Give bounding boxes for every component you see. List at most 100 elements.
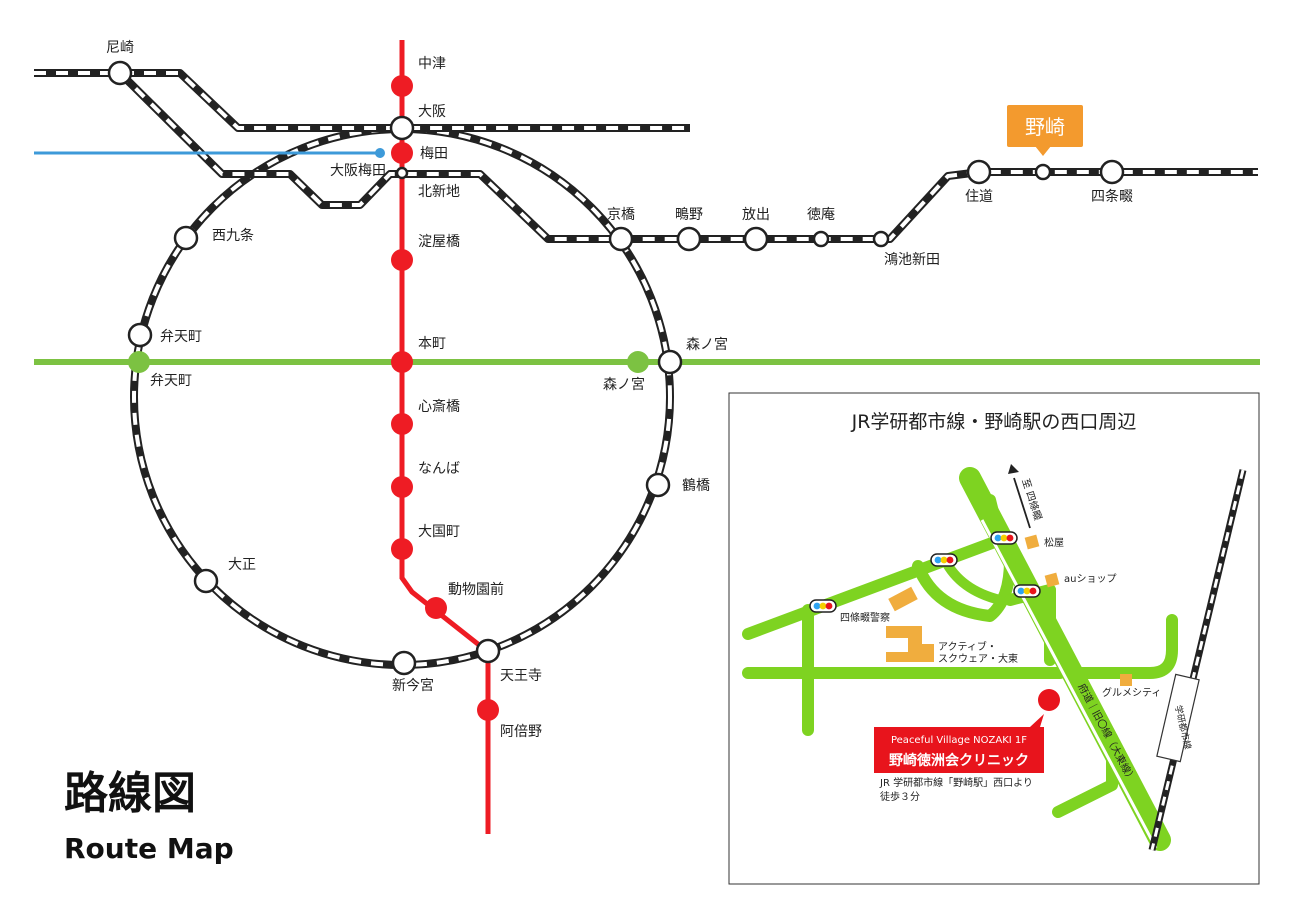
station-marker-shinsaibashi [391,413,413,435]
page-subtitle: Route Map [64,832,234,865]
label-matsuya: 松屋 [1044,536,1064,549]
station-marker-nishikujo [173,225,199,251]
label-shinsaibashi: 心斎橋 [418,398,460,415]
station-marker-shigino [676,226,702,252]
label-nakatsu: 中津 [418,56,446,72]
matsuya-building [1024,534,1040,550]
label-tennoji: 天王寺 [500,668,542,684]
road-center-line [980,519,1158,849]
station-marker-kitashinchi [395,166,409,180]
clinic-callout: Peaceful Village NOZAKI 1F 野崎徳洲会クリニック [874,714,1044,773]
station-marker-tokuan [812,230,830,248]
label-osaka: 大阪 [418,104,446,120]
label-shijonawate: 四条畷 [1091,188,1133,205]
station-marker-kyobashi [608,226,634,252]
label-shigino: 鴫野 [675,207,703,223]
road-upper-west [742,534,1006,640]
inset-title: JR学研都市線・野崎駅の西口周辺 [851,411,1137,433]
label-shinimamiya: 新今宮 [392,678,434,694]
station-marker-daikokucho [391,538,413,560]
traffic-light [809,599,837,613]
station-marker-morinomiya-metro [627,351,649,373]
label-au-shop: auショップ [1064,573,1116,585]
label-active-square-1: アクティブ・ [938,640,997,653]
station-marker-tennoji [475,638,501,664]
station-marker-shijonawate [1099,159,1125,185]
label-tsuruhashi: 鶴橋 [682,477,710,494]
station-labels: 尼崎 中津 大阪 梅田 大阪梅田 北新地 西九条 淀屋橋 京橋 鴫野 放出 徳庵… [106,40,1133,740]
traffic-lights [809,531,1041,613]
traffic-light [990,531,1018,545]
label-morinomiya-metro: 森ノ宮 [603,377,645,393]
station-marker-honmachi [391,351,413,373]
clinic-name-en: Peaceful Village NOZAKI 1F [891,735,1027,746]
station-marker-konoikeshinden [872,230,890,248]
label-tokuan: 徳庵 [807,206,835,223]
clinic-location-marker [1038,689,1060,711]
inset-map: JR学研都市線・野崎駅の西口周辺 学研都市線 [728,392,1260,885]
station-marker-morinomiya-jr [657,349,683,375]
station-marker-hanaten [743,226,769,252]
station-marker-bentencho-metro [128,351,150,373]
label-kitashinchi: 北新地 [418,184,460,200]
station-marker-yodoyabashi [391,249,413,271]
label-honmachi: 本町 [418,336,446,352]
access-line-1: JR 学研都市線「野崎駅」西口より [879,776,1033,789]
label-bentencho-metro: 弁天町 [150,373,192,389]
station-marker-shinimamiya [391,650,417,676]
station-marker-amagasaki [107,60,133,86]
label-kyobashi: 京橋 [607,207,635,223]
label-dobutsuenmae: 動物園前 [448,581,504,598]
label-amagasaki: 尼崎 [106,40,134,56]
station-marker-umeda [391,142,413,164]
label-umeda: 梅田 [420,146,448,162]
label-nishikujo: 西九条 [212,227,254,244]
gourmet-city-building [1120,674,1132,686]
label-yodoyabashi: 淀屋橋 [418,234,460,250]
station-marker-nakatsu [391,75,413,97]
access-line-2: 徒歩３分 [880,790,920,803]
clinic-name-jp: 野崎徳洲会クリニック [889,752,1029,769]
inset-roads [742,467,1178,851]
station-marker-suminodo [966,159,992,185]
jr-tozai-gakkentoshi-line [117,70,1258,243]
station-marker-bentencho-jr [127,322,153,348]
direction-arrow [1008,464,1031,529]
inset-buildings [886,534,1132,686]
station-marker-taisho [193,568,219,594]
traffic-light [930,553,958,567]
road-curve-upper [912,554,1016,622]
station-marker-abeno [477,699,499,721]
label-namba: なんば [418,461,460,477]
station-marker-tsuruhashi [645,472,671,498]
page-title: 路線図 [64,768,196,819]
metro-stations [128,75,649,721]
traffic-light [1013,584,1041,598]
au-shop-building [1044,572,1060,588]
label-hanaten: 放出 [742,207,770,223]
inset-railway [1148,469,1247,851]
road-south-west [1052,732,1118,818]
label-gourmet-city: グルメシティ [1102,686,1161,699]
label-konoikeshinden: 鴻池新田 [884,252,940,268]
label-daikokucho: 大国町 [418,524,460,540]
label-police: 四條畷警察 [840,611,890,624]
station-marker-osaka [389,115,415,141]
road-east-loop [1064,614,1178,679]
label-osaka-umeda: 大阪梅田 [330,163,386,179]
label-abeno: 阿倍野 [500,724,542,740]
station-marker-osaka-umeda [375,148,385,158]
active-square-building [886,626,934,662]
station-marker-dobutsuenmae [425,597,447,619]
inset-nozaki-station [1156,673,1200,763]
label-active-square-2: スクウェア・大東 [938,652,1018,665]
station-marker-namba [391,476,413,498]
jr-kobe-line [34,69,690,132]
nozaki-badge-label: 野崎 [1025,115,1065,139]
jr-stations [107,60,1125,676]
label-morinomiya-jr: 森ノ宮 [686,337,728,353]
nozaki-badge: 野崎 [1007,105,1083,156]
station-marker-nozaki [1034,163,1052,181]
police-building [888,586,918,612]
